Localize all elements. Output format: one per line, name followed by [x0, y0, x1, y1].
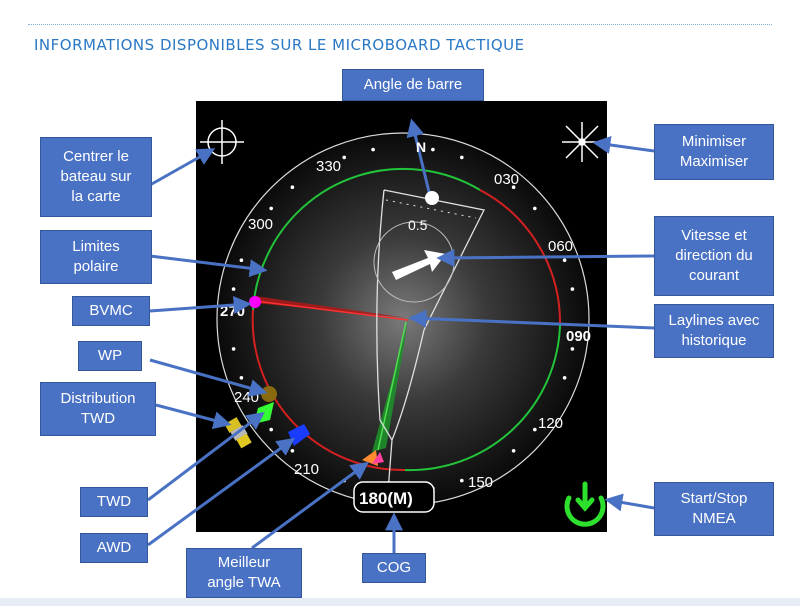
cog-value: 180(M) [359, 489, 413, 508]
scale-dot [533, 206, 537, 211]
nmea-power-icon [564, 481, 606, 527]
scale-dot [290, 185, 295, 189]
twd-distribution-arrow [155, 403, 232, 430]
tick-label-120: 120 [538, 415, 563, 432]
callout-minimize-maximize: Minimiser Maximiser [654, 124, 774, 180]
polar-arrow [149, 254, 268, 278]
tick-label-210: 210 [294, 461, 319, 478]
layline-red-line [254, 300, 409, 321]
scale-dot [290, 449, 295, 453]
callout-cog: COG [362, 553, 426, 583]
laylines-arrow [408, 309, 655, 330]
bottom-bar [0, 598, 800, 606]
minimize-arrow [592, 136, 655, 154]
scale-dot [231, 287, 236, 291]
scale-dot [562, 258, 567, 263]
layline-green-line [377, 321, 407, 451]
polar-limit-green-upper [266, 167, 481, 257]
callout-center-boat: Centrer le bateau sur la carte [40, 137, 152, 217]
crosshair-icon [200, 120, 244, 164]
tick-label-300: 300 [248, 216, 273, 233]
rudder-marker [425, 191, 439, 205]
callout-twd: TWD [80, 487, 148, 517]
layline-red [255, 296, 408, 318]
tick-label-090: 090 [566, 328, 591, 345]
awd-arrow [147, 437, 295, 547]
current-arrow [436, 248, 655, 267]
scale-dot [562, 376, 567, 380]
scale-dot [269, 427, 274, 432]
scale-dot [570, 347, 575, 351]
scale-dot [342, 155, 347, 160]
scale-dot [460, 155, 464, 160]
rudder-arrow [406, 118, 432, 197]
north-label: N [416, 139, 426, 155]
minimize-maximize-icon [562, 122, 602, 162]
tick-label-030: 030 [494, 171, 519, 188]
twa-arrow [251, 461, 369, 550]
tick-label-240: 240 [234, 389, 259, 406]
bvmc-marker [249, 296, 261, 308]
wp-arrow [149, 358, 268, 397]
scale-dot [511, 185, 516, 189]
callout-nmea: Start/Stop NMEA [654, 482, 774, 536]
polar-limit-green-lower [404, 324, 561, 472]
callout-polar-limits: Limites polaire [40, 230, 152, 284]
scale-dot [511, 449, 516, 453]
callout-current: Vitesse et direction du courant [654, 216, 774, 296]
polar-limit-red-left [251, 309, 406, 472]
page-heading: INFORMATIONS DISPONIBLES SUR LE MICROBOA… [34, 36, 525, 54]
callout-bvmc: BVMC [72, 296, 150, 326]
scale-dot [269, 206, 274, 211]
scale-dot [231, 347, 236, 351]
scale-dot [570, 287, 575, 291]
top-divider [28, 24, 772, 25]
callout-awd: AWD [80, 533, 148, 563]
nmea-arrow [604, 493, 655, 512]
callout-best-twa: Meilleur angle TWA [186, 548, 302, 598]
scale-dot [460, 478, 464, 483]
scale-dot [239, 258, 244, 263]
callout-wp: WP [78, 341, 142, 371]
best-twa-marker-2 [372, 452, 384, 464]
scale-dot [239, 376, 244, 380]
tick-label-060: 060 [548, 238, 573, 255]
scale-dot [371, 147, 375, 152]
callout-laylines: Laylines avec historique [654, 304, 774, 358]
rudder-scale [385, 199, 477, 219]
scale-dot [431, 147, 435, 152]
polar-limit-red-right [479, 189, 562, 326]
center-arrow [149, 148, 216, 187]
twd-arrow [147, 411, 265, 502]
callout-twd-distribution: Distribution TWD [40, 382, 156, 436]
tick-label-330: 330 [316, 158, 341, 175]
wp-marker [261, 386, 277, 402]
cog-box [353, 481, 435, 513]
current-arrow-icon [392, 250, 446, 280]
tick-label-150: 150 [468, 474, 493, 491]
callout-rudder-angle: Angle de barre [342, 69, 484, 101]
boat-hull [376, 189, 485, 493]
bvmc-arrow [149, 296, 252, 315]
current-speed-value: 0.5 [408, 217, 428, 233]
scale-dot [533, 427, 537, 432]
